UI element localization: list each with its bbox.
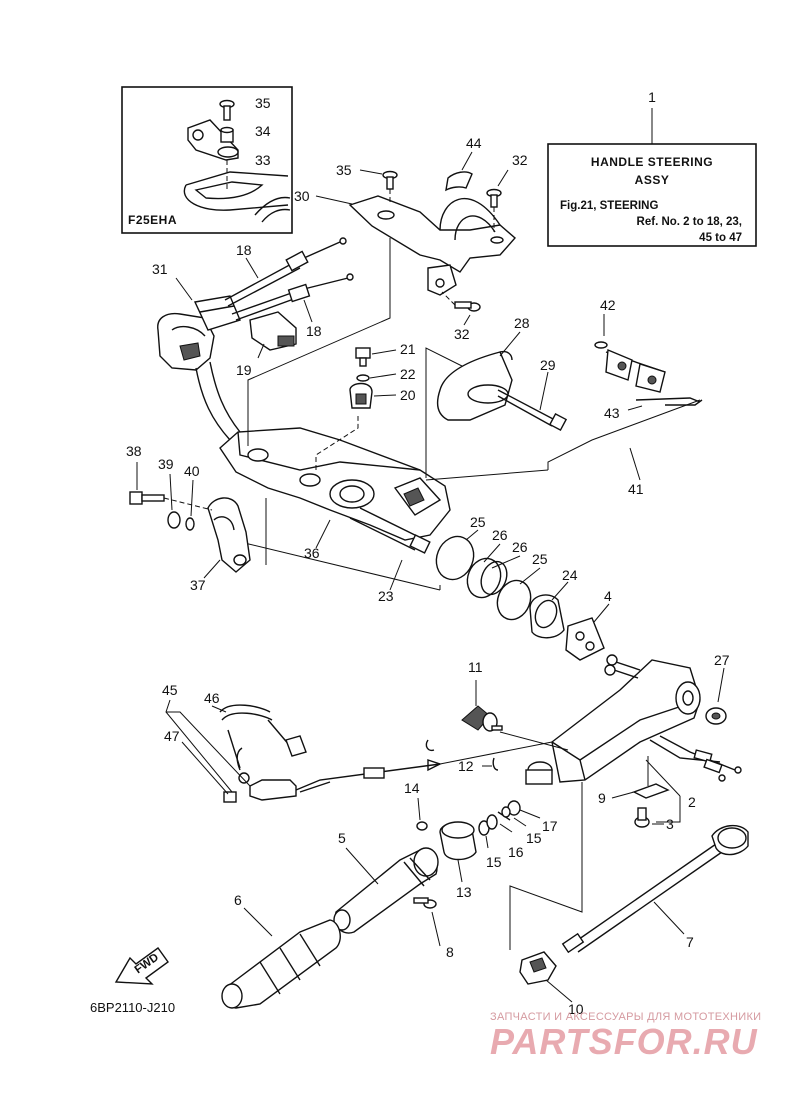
callout-44: 44 (466, 135, 482, 151)
inset-model-label: F25EHA (128, 213, 177, 227)
callout-11: 11 (468, 659, 483, 675)
callout-47: 47 (164, 728, 180, 744)
callout-26: 26 (512, 539, 528, 555)
callout-9: 9 (598, 790, 606, 806)
callout-38: 38 (126, 443, 142, 459)
callout-18: 18 (306, 323, 322, 339)
callout-5: 5 (338, 830, 346, 846)
diagram-code: 6BP2110-J210 (90, 1000, 175, 1015)
callout-10: 10 (568, 1001, 584, 1017)
callout-23: 23 (378, 588, 394, 604)
watermark-brand: PARTSFOR.RU (490, 1021, 758, 1062)
info-title-line2: ASSY (635, 173, 670, 187)
callout-14: 14 (404, 780, 420, 796)
inset-box: F25EHA (121, 86, 293, 234)
handle-arm (509, 654, 742, 950)
small-parts (416, 797, 541, 883)
callout-15: 15 (526, 830, 542, 846)
callout-26: 26 (492, 527, 508, 543)
callout-29: 29 (540, 357, 556, 373)
callout-37: 37 (190, 577, 206, 593)
callout-25: 25 (470, 514, 486, 530)
bolt-group-37-40 (129, 462, 251, 579)
callout-27: 27 (714, 652, 730, 668)
callout-35: 35 (336, 162, 352, 178)
throttle-grip (221, 847, 441, 1009)
callout-6: 6 (234, 892, 242, 908)
callout-22: 22 (400, 366, 416, 382)
callout-16: 16 (508, 844, 524, 860)
callout-1: 1 (648, 89, 656, 105)
callout-13: 13 (456, 884, 472, 900)
cover-assembly (315, 151, 516, 326)
callout-42: 42 (600, 297, 616, 313)
throttle-link (425, 314, 703, 481)
fastener-group-20-22 (349, 347, 397, 409)
callout-35: 35 (255, 95, 271, 111)
info-ref-line1: Fig.21, STEERING (560, 200, 658, 212)
callout-12: 12 (458, 758, 474, 774)
steering-bracket (219, 238, 471, 591)
callout-30: 30 (294, 188, 310, 204)
watermark: ЗАПЧАСТИ И АКСЕССУАРЫ ДЛЯ МОТОТЕХНИКИ PA… (490, 1011, 761, 1062)
callout-40: 40 (184, 463, 200, 479)
callout-3: 3 (666, 816, 674, 832)
bushings (435, 529, 610, 661)
callout-32: 32 (454, 326, 470, 342)
callout-21: 21 (400, 341, 416, 357)
info-title-line1: HANDLE STEERING (591, 155, 713, 169)
info-box: 1 HANDLE STEERING ASSY Fig.21, STEERING … (547, 89, 757, 247)
callout-34: 34 (255, 123, 271, 139)
fwd-arrow: FWD (114, 947, 169, 985)
callout-46: 46 (204, 690, 220, 706)
callout-25: 25 (532, 551, 548, 567)
callout-18: 18 (236, 242, 252, 258)
callout-4: 4 (604, 588, 612, 604)
callout-31: 31 (152, 261, 168, 277)
friction-plate (436, 331, 568, 432)
callout-2: 2 (688, 794, 696, 810)
callout-43: 43 (604, 405, 620, 421)
callout-33: 33 (255, 152, 271, 168)
callout-45: 45 (162, 682, 178, 698)
info-ref-line2: Ref. No. 2 to 18, 23, (637, 216, 742, 228)
callout-17: 17 (542, 818, 558, 834)
callout-20: 20 (400, 387, 416, 403)
info-ref-line3: 45 to 47 (699, 232, 742, 244)
callout-39: 39 (158, 456, 174, 472)
callout-8: 8 (446, 944, 454, 960)
callout-41: 41 (628, 481, 644, 497)
callout-19: 19 (236, 362, 252, 378)
callout-24: 24 (562, 567, 578, 583)
handle-bracket (157, 237, 354, 441)
callout-7: 7 (686, 934, 694, 950)
callout-28: 28 (514, 315, 530, 331)
stop-switch (165, 699, 553, 803)
callout-36: 36 (304, 545, 320, 561)
callout-32: 32 (512, 152, 528, 168)
callout-15: 15 (486, 854, 502, 870)
callouts: 35 34 33 44 32 35 30 32 18 31 18 19 21 2… (126, 95, 730, 1017)
watermark-tagline: ЗАПЧАСТИ И АКСЕССУАРЫ ДЛЯ МОТОТЕХНИКИ (490, 1011, 761, 1023)
friction-knob (461, 680, 569, 771)
throttle-shaft (519, 825, 749, 1003)
